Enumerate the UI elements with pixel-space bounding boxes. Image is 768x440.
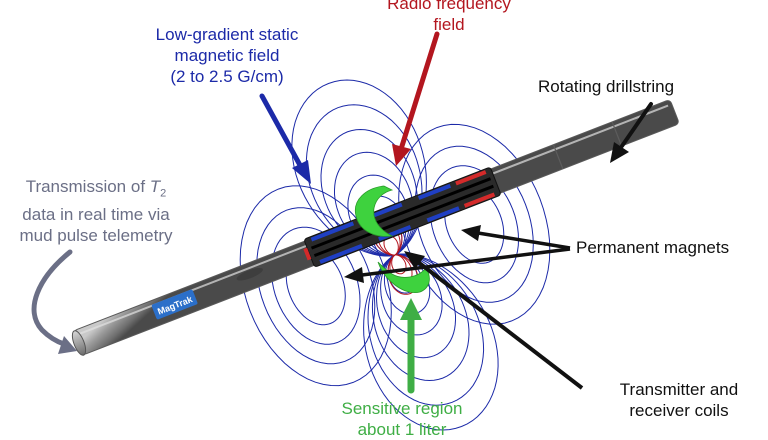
rf-line1: Radio frequency (387, 0, 511, 13)
field-line (371, 253, 470, 382)
field-line (387, 254, 419, 295)
field-line (398, 123, 551, 325)
drillstring-label: Rotating drillstring (538, 77, 675, 96)
sensitive-region-label: Sensitive region about 1 liter (316, 398, 488, 440)
arrows (31, 31, 653, 394)
radio-frequency-label: Radio frequency field (358, 0, 540, 35)
sensitive-line1: Sensitive region (341, 399, 463, 418)
magtrak-logo (151, 289, 198, 320)
rf-line2: field (433, 15, 465, 34)
low-gradient-line2: magnetic field (174, 46, 280, 65)
field-line (375, 253, 456, 359)
coils-line1: Transmitter and (619, 380, 739, 399)
transmission-line2: data in real time via (22, 205, 170, 225)
transmission-line1: Transmission of T2 (0, 176, 202, 204)
sensitive-line2: about 1 liter (357, 420, 447, 439)
field-line (391, 254, 407, 275)
field-line (347, 174, 410, 257)
low-gradient-line1: Low-gradient static (155, 25, 299, 44)
coils-label: Transmitter and receiver coils (584, 379, 768, 421)
magnet-red-segments (303, 170, 496, 261)
permanent-magnets-label: Permanent magnets (576, 238, 730, 257)
field-line (256, 207, 376, 365)
magnet-blue-segments (310, 183, 460, 264)
magnets-arrows (344, 225, 571, 283)
coils-line2: receiver coils (629, 401, 729, 420)
t2-symbol: T2 (149, 177, 167, 200)
field-line (270, 226, 361, 345)
field-line (239, 185, 392, 387)
sensitive-region-arrow (400, 298, 422, 394)
field-line (334, 151, 415, 257)
low-gradient-line3: (2 to 2.5 G/cm) (170, 67, 284, 86)
coils-arrows (404, 251, 584, 390)
transmission-prefix: Transmission of (25, 177, 146, 196)
field-line (429, 165, 520, 284)
drillstring-arrow (610, 102, 653, 163)
field-line (414, 145, 534, 303)
low-gradient-field-label: Low-gradient static magnetic field (2 to… (116, 24, 338, 87)
magnet-section (303, 167, 501, 267)
field-line (363, 253, 499, 431)
rf-field-arrow (392, 31, 440, 166)
t2-letter: T (149, 177, 161, 196)
static-field-arrow (259, 93, 311, 184)
transmission-label: Transmission of T2 data in real time via… (0, 176, 202, 246)
transmission-line3: mud pulse telemetry (19, 226, 173, 246)
t2-subscript: 2 (160, 187, 167, 200)
transmission-arrow (31, 249, 77, 354)
